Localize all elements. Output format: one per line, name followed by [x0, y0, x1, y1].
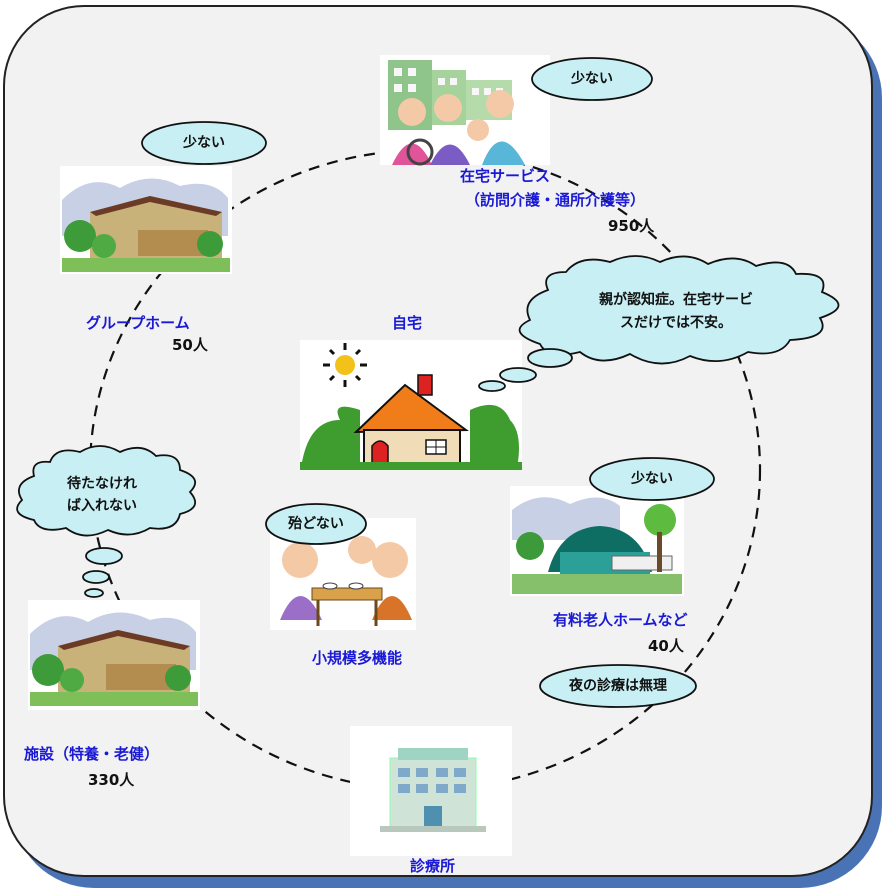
paid-home-label: 有料老人ホームなど [553, 611, 688, 629]
group-home-image [60, 166, 232, 274]
facility-count: 330人 [88, 771, 135, 789]
clinic-image [350, 726, 512, 856]
home-service-label-line2: （訪問介護・通所介護等） [464, 191, 646, 209]
home-image [300, 340, 522, 470]
facility-label: 施設（特養・老健） [24, 745, 160, 763]
thought-dementia-line1: 親が認知症。在宅サービ [599, 292, 753, 308]
bubble-clinic [539, 664, 697, 708]
bubble-clinic-text: 夜の診療は無理 [569, 678, 667, 694]
bubble-paid-home [589, 457, 715, 501]
group-home-label: グループホーム [86, 314, 190, 332]
clinic-label: 診療所 [410, 857, 456, 875]
bubble-home-service [531, 57, 653, 101]
home-service-label-line1: 在宅サービス [459, 167, 551, 185]
paid-home-count: 40人 [648, 637, 684, 655]
paid-home-image [510, 486, 684, 596]
bubble-home-service-text: 少ない [571, 71, 613, 87]
home-service-image [380, 55, 550, 166]
thought-dementia-line2: スだけでは不安。 [620, 315, 732, 331]
bubble-group-home-text: 少ない [183, 135, 225, 151]
bubble-paid-home-text: 少ない [631, 471, 673, 487]
small-multi-label: 小規模多機能 [312, 649, 403, 667]
thought-cloud-waiting [16, 445, 197, 598]
home-label: 自宅 [392, 314, 423, 332]
thought-waiting-line2: ば入れない [67, 498, 137, 514]
bubble-group-home [141, 121, 267, 165]
thought-waiting-line1: 待たなけれ [67, 476, 137, 492]
bubble-small-multi-text: 殆どない [288, 516, 344, 532]
facility-image [28, 600, 200, 710]
home-service-count: 950人 [608, 217, 655, 235]
group-home-count: 50人 [172, 336, 208, 354]
thought-cloud-dementia [478, 255, 840, 392]
bubble-small-multi [265, 503, 367, 545]
